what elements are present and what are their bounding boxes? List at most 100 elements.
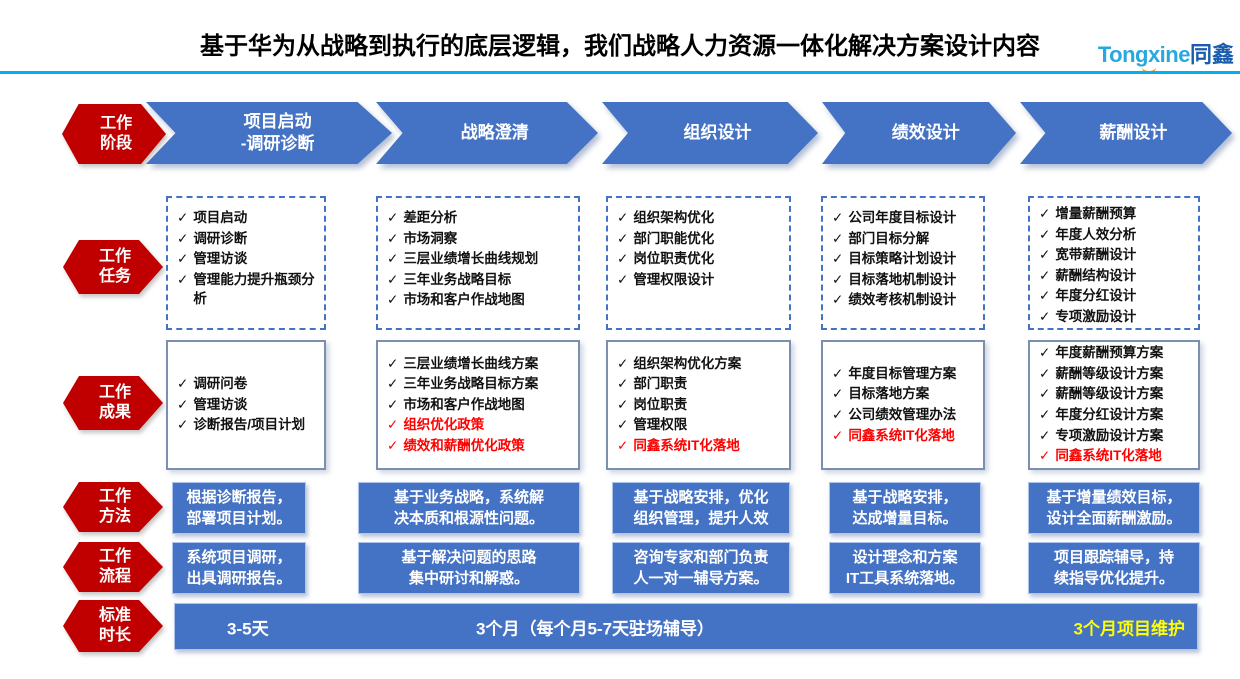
checklist-item: ✓ 差距分析 [387, 208, 573, 228]
checklist-item-text: 管理权限设计 [633, 271, 715, 287]
checklist-item-text: 专项激励设计 [1055, 308, 1137, 324]
row-label-duration-text: 标准 时长 [63, 600, 163, 652]
checklist-item-emphasis: ✓同鑫系统IT化落地 [617, 436, 784, 456]
task-box-1: ✓项目启动 ✓调研诊断 ✓管理访谈 ✓管理能力提升瓶颈分析 [166, 196, 326, 330]
checklist-item: ✓部门目标分解 [832, 229, 978, 249]
checklist-item: ✓薪酬等级设计方案 [1039, 384, 1193, 404]
output-box-2: ✓三层业绩增长曲线方案 ✓三年业务战略目标方案 ✓市场和客户作战地图 ✓组织优化… [376, 340, 580, 470]
check-icon: ✓ [617, 210, 629, 225]
duration-phase5: 3个月项目维护 [1073, 619, 1185, 638]
check-icon: ✓ [832, 210, 844, 225]
checklist-item-text: 岗位职责优化 [633, 251, 715, 267]
checklist-item: ✓年度目标管理方案 [832, 364, 978, 384]
check-icon: ✓ [617, 417, 629, 433]
checklist-item-text: 组织架构优化 [633, 210, 715, 225]
check-icon: ✓ [832, 271, 844, 287]
check-icon: ✓ [1039, 247, 1051, 263]
check-icon: ✓ [387, 210, 399, 225]
row-label-process: 工作 流程 [63, 542, 163, 592]
check-icon: ✓ [387, 271, 399, 287]
row-label-duration: 标准 时长 [63, 600, 163, 652]
checklist-item-text: 同鑫系统IT化落地 [1055, 448, 1162, 464]
check-icon: ✓ [177, 376, 189, 392]
checklist-item: ✓市场和客户作战地图 [387, 395, 573, 415]
checklist-item: ✓三层业绩增长曲线规划 [387, 249, 573, 269]
phase-arrow-5-text: 薪酬设计 [1020, 102, 1232, 164]
method-box-2: 基于业务战略，系统解 决本质和根源性问题。 [358, 482, 580, 534]
checklist-item: ✓诊断报告/项目计划 [177, 415, 319, 435]
check-icon: ✓ [832, 386, 844, 402]
checklist-item: ✓三年业务战略目标方案 [387, 374, 573, 394]
row-label-task: 工作 任务 [63, 240, 163, 294]
check-icon: ✓ [617, 230, 629, 246]
process-box-1: 系统项目调研， 出具调研报告。 [172, 542, 306, 594]
task-box-2: ✓差距分析 ✓市场洞察 ✓三层业绩增长曲线规划 ✓三年业务战略目标 ✓市场和客户… [376, 196, 580, 330]
checklist-item: ✓三年业务战略目标 [387, 270, 573, 290]
process-box-5: 项目跟踪辅导，持 续指导优化提升。 [1028, 542, 1200, 594]
checklist-item-emphasis: ✓组织优化政策 [387, 415, 573, 435]
checklist-item-text: 三层业绩增长曲线规划 [403, 251, 539, 267]
checklist-item-text: 诊断报告/项目计划 [193, 417, 306, 433]
checklist-item-text: 调研诊断 [193, 230, 248, 246]
check-icon: ✓ [387, 230, 399, 246]
checklist-item: ✓管理访谈 [177, 395, 319, 415]
checklist-item: ✓年度分红设计 [1039, 286, 1193, 306]
checklist-item: ✓管理权限设计 [617, 270, 784, 290]
check-icon: ✓ [617, 271, 629, 287]
checklist-item: ✓ 组织架构优化 [617, 208, 784, 228]
checklist-item-text: 同鑫系统IT化落地 [848, 427, 955, 443]
row-label-task-text: 工作 任务 [63, 240, 163, 294]
checklist-item-text: 差距分析 [403, 210, 458, 225]
row-label-method-text: 工作 方法 [63, 482, 163, 532]
checklist-item-text: 三年业务战略目标 [403, 271, 512, 287]
check-icon: ✓ [387, 355, 399, 371]
check-icon: ✓ [387, 437, 399, 453]
checklist-item-emphasis: ✓同鑫系统IT化落地 [832, 426, 978, 446]
output-box-3: ✓组织架构优化方案 ✓部门职责 ✓岗位职责 ✓管理权限 ✓同鑫系统IT化落地 [606, 340, 791, 470]
row-label-process-text: 工作 流程 [63, 542, 163, 592]
checklist-item: ✓公司年度目标设计 [832, 208, 978, 228]
check-icon: ✓ [832, 230, 844, 246]
output-box-1: ✓调研问卷 ✓管理访谈 ✓诊断报告/项目计划 [166, 340, 326, 470]
checklist-item-text: 项目启动 [193, 210, 248, 225]
check-icon: ✓ [832, 427, 844, 443]
checklist-item: ✓目标落地机制设计 [832, 270, 978, 290]
check-icon: ✓ [1039, 345, 1051, 361]
checklist-item: ✓调研诊断 [177, 229, 319, 249]
checklist-item-emphasis: ✓绩效和薪酬优化政策 [387, 436, 573, 456]
output-box-5: ✓年度薪酬预算方案 ✓薪酬等级设计方案 ✓薪酬等级设计方案 ✓年度分红设计方案 … [1028, 340, 1200, 470]
checklist-item: ✓市场洞察 [387, 229, 573, 249]
checklist-item: ✓绩效考核机制设计 [832, 290, 978, 310]
checklist-item-text: 组织架构优化方案 [633, 355, 742, 371]
duration-bar: 3-5天 3个月（每个月5-7天驻场辅导） 3个月项目维护 [174, 603, 1198, 650]
checklist-item: ✓宽带薪酬设计 [1039, 245, 1193, 265]
header-divider [0, 71, 1240, 74]
checklist-item-text: 公司绩效管理办法 [848, 407, 957, 422]
row-label-method: 工作 方法 [63, 482, 163, 532]
check-icon: ✓ [617, 355, 629, 371]
checklist-item-text: 薪酬等级设计方案 [1055, 386, 1164, 402]
checklist-item-text: 年度人效分析 [1055, 226, 1137, 242]
checklist-item: ✓年度人效分析 [1039, 225, 1193, 245]
duration-phase1: 3-5天 [227, 619, 269, 638]
check-icon: ✓ [1039, 427, 1051, 443]
checklist-item-text: 调研问卷 [193, 376, 248, 392]
method-box-4: 基于战略安排， 达成增量目标。 [829, 482, 981, 534]
checklist-item-text: 部门目标分解 [848, 230, 930, 246]
checklist-item-text: 薪酬等级设计方案 [1055, 365, 1164, 381]
task-box-4: ✓公司年度目标设计 ✓部门目标分解 ✓目标策略计划设计 ✓目标落地机制设计 ✓绩… [821, 196, 985, 330]
checklist-item-text: 部门职责 [633, 376, 688, 392]
phase-arrow-1: 项目启动 -调研诊断 [146, 102, 392, 164]
checklist-item-text: 年度分红设计方案 [1055, 407, 1164, 422]
checklist-item: ✓薪酬结构设计 [1039, 266, 1193, 286]
phase-arrow-3: 组织设计 [602, 102, 818, 164]
checklist-item-text: 宽带薪酬设计 [1055, 247, 1137, 263]
company-logo: Tongxine 同鑫 [1098, 37, 1234, 74]
checklist-item-text: 市场和客户作战地图 [403, 292, 525, 308]
check-icon: ✓ [832, 251, 844, 267]
check-icon: ✓ [177, 230, 189, 246]
phase-arrow-1-text: 项目启动 -调研诊断 [146, 102, 392, 164]
check-icon: ✓ [832, 407, 844, 422]
checklist-item: ✓增量薪酬预算 [1039, 204, 1193, 224]
